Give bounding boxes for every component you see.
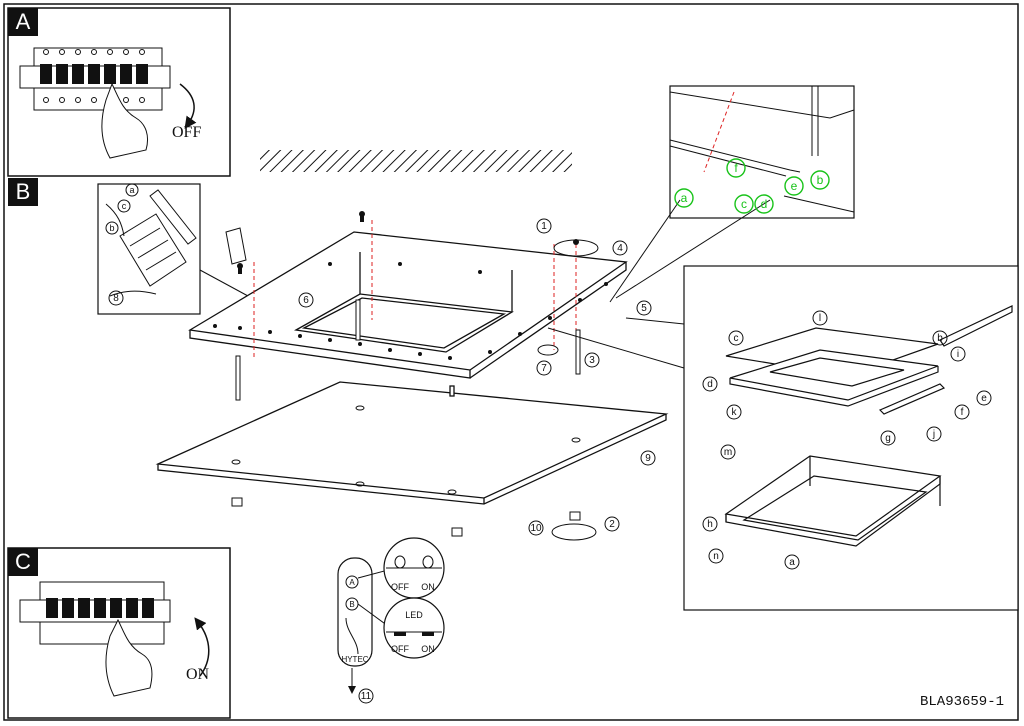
right-letter-a: a [789,557,795,568]
remote-control [337,557,389,694]
right-letter-d: d [707,379,713,390]
document-id: BLA93659-1 [920,694,1005,710]
breaker-panel-c [19,581,210,697]
green-letters [674,158,830,214]
step-7: 7 [541,363,547,374]
leader-line-1 [625,317,685,325]
breaker-panel-a [19,47,197,159]
top-inset-drawing [609,86,855,303]
step-10: 10 [530,523,542,534]
green-letter-e: e [791,179,798,193]
remote-button-b-label: B [349,600,354,609]
screws-and-alignment [225,211,581,401]
right-letter-g: g [885,433,891,444]
panel-b-tag: B [8,178,38,206]
panel-c-frame [7,547,231,719]
led-icon-b [394,632,434,636]
wiring-letter-c: c [122,201,127,211]
right-letter-circles [702,310,992,570]
green-letter-f: f [734,161,738,175]
ceiling-hatch [260,150,572,172]
step-8: 8 [113,293,119,304]
panel-a-tag: A [8,8,38,36]
right-letter-f: f [961,407,964,418]
cover-panel [155,381,669,505]
callout-b-off: OFF [391,644,409,654]
wiring-letter-b: b [109,223,114,233]
callout-b-circle [383,597,445,659]
right-letter-b: b [937,333,943,344]
leader-line-2 [547,327,685,369]
step-1: 1 [541,221,547,232]
right-letter-k: k [732,407,738,418]
frame-holes [213,262,608,360]
bulb-icon-a [394,555,434,569]
callout-a-on: ON [421,582,435,592]
step-circles [108,218,656,704]
right-letter-i: i [957,349,959,360]
right-letter-c: c [734,333,739,344]
green-letter-d: d [761,197,768,211]
callout-a-off: OFF [391,582,409,592]
right-letter-l: l [819,313,821,324]
right-letter-j: j [932,429,935,440]
callout-b-on: ON [421,644,435,654]
callout-b-title: LED [405,610,423,620]
step-5: 5 [641,303,647,314]
on-label: ON [186,666,210,683]
step-11: 11 [361,691,372,702]
remote-button-a-label: A [349,578,355,587]
cover-holes [231,405,581,537]
right-letter-m: m [724,447,732,458]
right-letter-h: h [707,519,713,530]
rotate-ellipse-bottom [551,523,597,541]
wiring-letter-circles [105,183,139,235]
detail-inset-top [669,85,855,219]
off-label: OFF [172,124,202,141]
green-letter-b: b [817,173,824,187]
right-inset-frames [724,305,1013,547]
step-2: 2 [609,519,615,530]
step-9: 9 [645,453,651,464]
step-6: 6 [303,295,309,306]
rotate-ellipse-top [553,239,599,257]
terminal-block [105,189,249,297]
right-letter-n: n [713,551,719,562]
panel-a-frame [7,7,231,177]
panel-c-tag: C [8,548,38,576]
step-4: 4 [617,243,623,254]
detail-inset-right [683,265,1019,611]
remote-brand: HYTEC [341,655,368,664]
step-3: 3 [589,355,595,366]
wiring-letter-a: a [129,185,134,195]
green-letter-c: c [741,197,747,211]
right-letter-e: e [981,393,987,404]
green-letter-a: a [681,191,688,205]
rotate-ellipse-7 [537,344,559,356]
